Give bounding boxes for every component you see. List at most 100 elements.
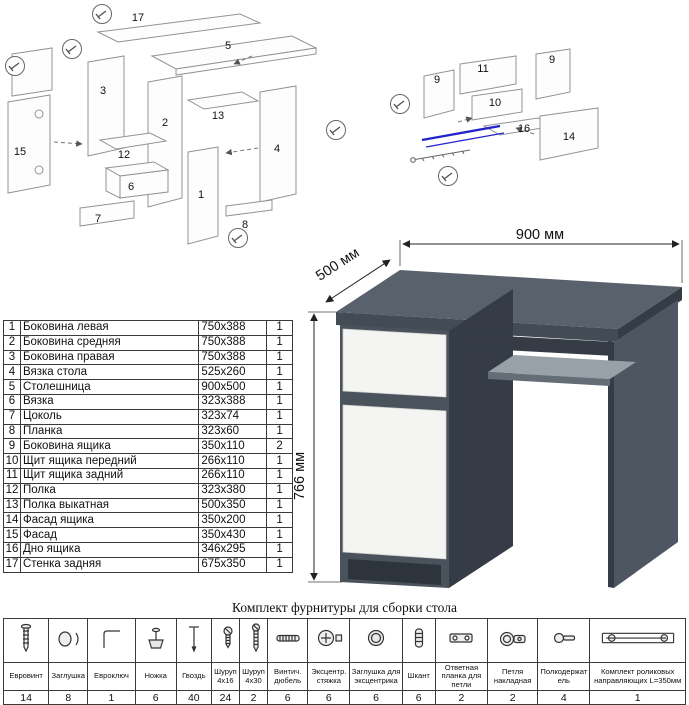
parts-cell-name: Вязка xyxy=(19,393,200,410)
parts-cell-name: Щит ящика задний xyxy=(19,467,200,484)
desk-top-right-edge xyxy=(618,287,682,342)
part-label: 15 xyxy=(14,146,26,158)
screw-callout-icon xyxy=(5,56,25,76)
part-drawer-back-shield xyxy=(459,55,517,95)
screw-callout-icon xyxy=(62,39,82,59)
parts-cell-size: 500x350 xyxy=(198,497,268,514)
parts-cell-size: 346x295 xyxy=(198,541,268,558)
cam-lock-icon xyxy=(307,618,351,663)
hardware-item-qty: 2 xyxy=(434,690,489,705)
parts-cell-name: Боковина правая xyxy=(19,349,200,366)
shelf-pin-icon xyxy=(537,618,591,663)
part-drawer-side xyxy=(423,69,455,119)
dowel-icon xyxy=(401,618,436,663)
part-tie-box-side xyxy=(119,169,169,199)
hardware-item-qty: 4 xyxy=(537,690,591,705)
parts-cell-num: 7 xyxy=(3,408,21,425)
hardware-item-qty: 40 xyxy=(175,690,212,705)
parts-cell-size: 750x388 xyxy=(198,334,268,351)
parts-cell-size: 350x110 xyxy=(198,438,268,455)
height-dimension: 766 мм xyxy=(292,311,342,583)
parts-cell-num: 10 xyxy=(3,453,21,469)
right-side-panel xyxy=(614,300,678,588)
parts-cell-name: Дно ящика xyxy=(19,541,200,558)
parts-cell-num: 13 xyxy=(3,497,21,514)
screw-callout-icon xyxy=(92,4,112,24)
hardware-item-qty: 6 xyxy=(307,690,351,705)
parts-cell-num: 5 xyxy=(3,379,21,395)
screw-callout-icon xyxy=(228,228,248,248)
part-back-wall xyxy=(96,13,262,43)
part-bar xyxy=(225,199,273,217)
parts-cell-num: 3 xyxy=(3,349,21,366)
parts-cell-num: 12 xyxy=(3,482,21,499)
part-label: 11 xyxy=(477,63,488,75)
height-dimension-label: 766 мм xyxy=(292,452,308,500)
exploded-diagram-drawer: 11 9 9 10 16 14 xyxy=(390,48,599,186)
rail-screw xyxy=(410,149,471,163)
hardware-item-name: Евроключ xyxy=(87,661,136,692)
part-desktop-edge xyxy=(175,47,317,76)
part-label: 9 xyxy=(549,54,555,66)
parts-cell-name: Щит ящика передний xyxy=(19,453,200,469)
screw-callout-icon xyxy=(326,120,346,140)
screw-short-icon xyxy=(210,618,240,663)
cap-icon xyxy=(48,618,89,663)
hardware-item-qty: 2 xyxy=(487,690,539,705)
drawer-slide-icon xyxy=(589,618,686,663)
hinge-plate-icon xyxy=(434,618,489,663)
plinth-panel xyxy=(348,559,441,585)
foot-icon xyxy=(134,618,177,663)
hardware-item-name: Петля накладная xyxy=(487,661,539,692)
part-label: 10 xyxy=(489,97,501,109)
parts-cell-name: Боковина ящика xyxy=(19,438,200,455)
parts-cell-name: Полка выкатная xyxy=(19,497,200,514)
part-label: 6 xyxy=(128,181,134,193)
hardware-item-qty: 6 xyxy=(349,690,403,705)
parts-cell-num: 1 xyxy=(3,320,21,336)
desk-render: 900 мм 500 мм 766 мм xyxy=(292,228,683,588)
parts-cell-name: Столешница xyxy=(19,379,200,395)
part-number-labels: 11 9 9 10 16 14 xyxy=(434,54,575,143)
hardware-item-qty: 14 xyxy=(2,690,50,705)
parts-cell-num: 15 xyxy=(3,527,21,543)
hardware-item-qty: 1 xyxy=(589,690,686,705)
part-label: 13 xyxy=(212,110,224,122)
parts-cell-size: 900x500 xyxy=(198,379,268,395)
hardware-item-qty: 24 xyxy=(210,690,240,705)
parts-cell-num: 11 xyxy=(3,467,21,484)
drawer-front-panel xyxy=(342,328,447,398)
parts-cell-qty: 1 xyxy=(266,453,293,469)
parts-cell-size: 266x110 xyxy=(198,453,268,469)
parts-cell-size: 675x350 xyxy=(198,556,268,573)
part-label: 16 xyxy=(518,123,530,135)
hardware-item-name: Винтич. дюбель xyxy=(267,661,309,692)
parts-cell-num: 8 xyxy=(3,423,21,440)
hardware-item-name: Полкодержатель xyxy=(537,661,591,692)
confirmat-icon xyxy=(2,618,50,663)
parts-cell-name: Фасад ящика xyxy=(19,512,200,529)
hardware-item-name: Евровинт xyxy=(2,661,50,692)
hardware-item-name: Эксцентр. стяжка xyxy=(307,661,351,692)
width-dimension: 900 мм xyxy=(399,228,683,283)
under-top-rail xyxy=(449,333,614,356)
parts-cell-num: 14 xyxy=(3,512,21,529)
hardware-kit-title: Комплект фурнитуры для сборки стола xyxy=(232,600,457,615)
parts-cell-name: Боковина левая xyxy=(19,320,200,336)
hardware-item-name: Шуруп 4x30 xyxy=(238,661,269,692)
part-label: 5 xyxy=(225,40,231,52)
